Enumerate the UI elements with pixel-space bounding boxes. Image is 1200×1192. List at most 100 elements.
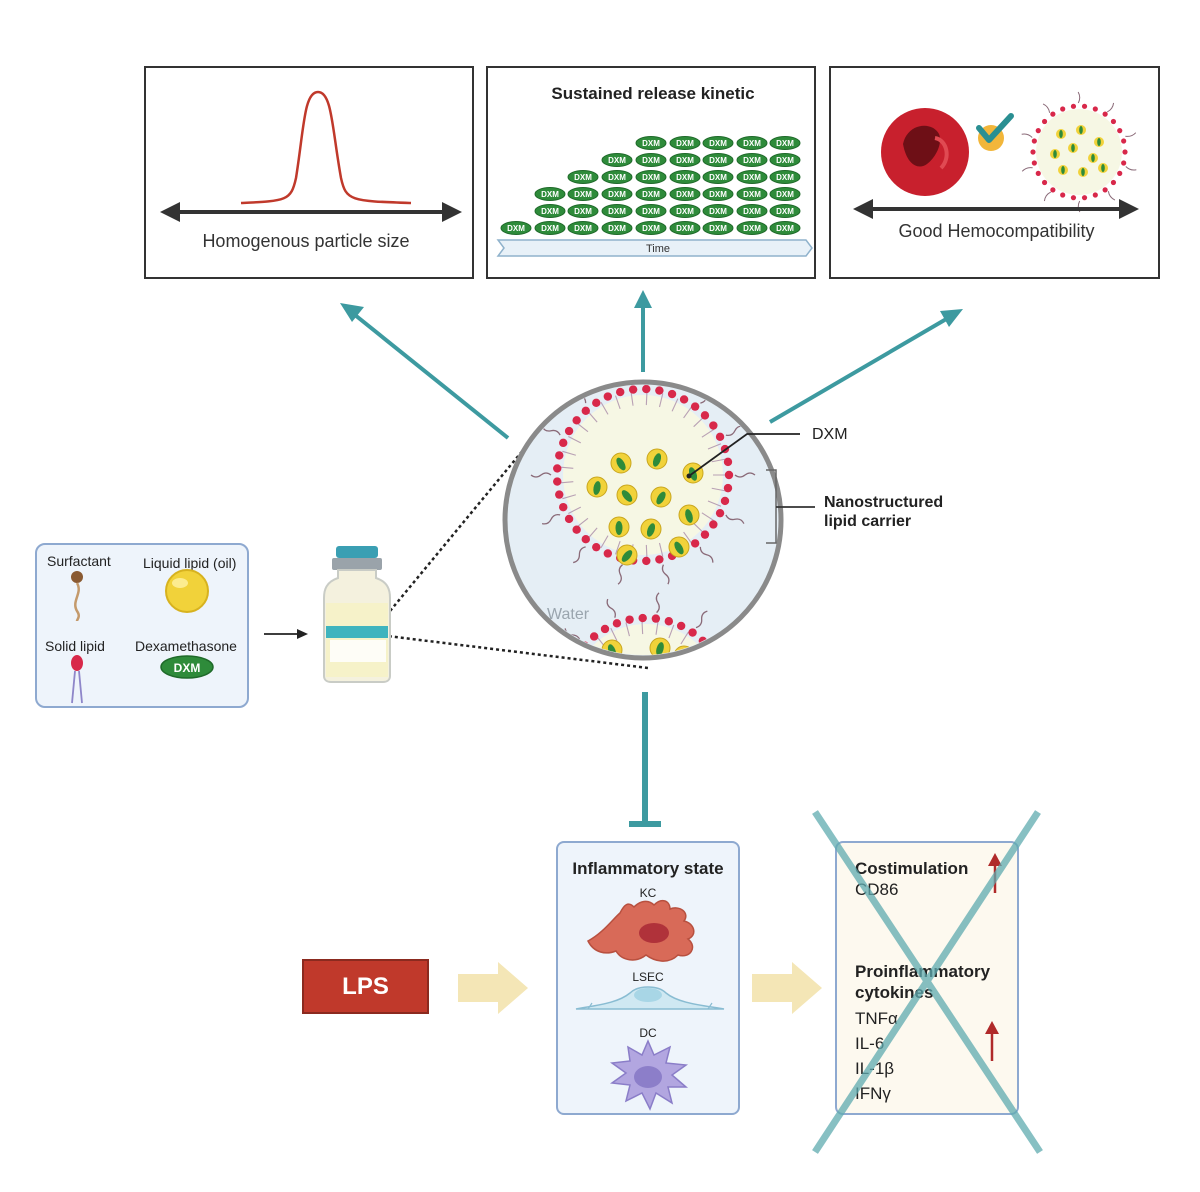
svg-text:DXM: DXM: [676, 139, 694, 148]
dxm-badge: DXM: [500, 221, 532, 235]
inhibition-arrow: [629, 692, 661, 827]
dxm-badge: DXM: [736, 221, 768, 235]
up-arrow-icon: [985, 1021, 999, 1061]
svg-text:DXM: DXM: [743, 139, 761, 148]
svg-text:DXM: DXM: [541, 207, 559, 216]
arrow-to-hemo-panel: [768, 309, 963, 424]
dxm-badge: DXM: [736, 187, 768, 201]
arrow-to-release-panel: [634, 290, 652, 372]
lps-box: LPS: [302, 959, 429, 1014]
cell-label-kc: KC: [639, 886, 657, 900]
dxm-drug-icon: DXM: [160, 655, 214, 679]
dxm-badge: DXM: [702, 204, 734, 218]
particle-size-panel: Homogenous particle size: [144, 66, 474, 279]
svg-text:DXM: DXM: [574, 207, 592, 216]
dxm-badge: DXM: [601, 204, 633, 218]
up-arrow-graphics: [985, 853, 1002, 1061]
dxm-badge: DXM: [635, 187, 667, 201]
hemo-graphic: [853, 91, 1139, 219]
dxm-badge: DXM: [769, 170, 801, 184]
svg-text:DXM: DXM: [676, 156, 694, 165]
svg-text:DXM: DXM: [541, 224, 559, 233]
arrow-to-size-panel: [340, 303, 510, 440]
svg-text:DXM: DXM: [608, 173, 626, 182]
svg-text:DXM: DXM: [743, 156, 761, 165]
svg-text:DXM: DXM: [642, 173, 660, 182]
dxm-badge: DXM: [769, 204, 801, 218]
hemocompatibility-panel: Good Hemocompatibility: [829, 66, 1160, 279]
carrier-label-line2: lipid carrier: [824, 513, 911, 530]
red-blood-cell-icon: [881, 108, 969, 196]
dxm-badge: DXM: [736, 204, 768, 218]
dxm-badge: DXM: [635, 136, 667, 150]
outcome-box: Costimulation CD86 Proinflammatory cytok…: [835, 841, 1019, 1115]
nlc-particle: [530, 385, 756, 585]
dxm-badge: DXM: [702, 170, 734, 184]
svg-text:DXM: DXM: [776, 190, 794, 199]
dxm-badge: DXM: [669, 204, 701, 218]
svg-text:DXM: DXM: [709, 190, 727, 199]
dxm-badge: DXM: [736, 170, 768, 184]
dxm-badge: DXM: [736, 153, 768, 167]
svg-text:DXM: DXM: [574, 190, 592, 199]
dxm-badge: DXM: [669, 187, 701, 201]
dxm-oil-droplet: [608, 516, 630, 538]
state-to-outcome-arrow: [752, 962, 822, 1014]
lps-label: LPS: [342, 972, 389, 1000]
hemo-caption: Good Hemocompatibility: [898, 221, 1095, 241]
dxm-oil-droplet: [616, 544, 638, 566]
svg-text:DXM: DXM: [574, 224, 592, 233]
dxm-oil-droplet: [586, 476, 608, 498]
dxm-badge: DXM: [769, 136, 801, 150]
svg-text:DXM: DXM: [541, 190, 559, 199]
dxm-badge: DXM: [769, 221, 801, 235]
dxm-badge: DXM: [669, 136, 701, 150]
dxm-badge: DXM: [769, 187, 801, 201]
release-axis-label: Time: [646, 243, 670, 255]
dxm-badge: DXM: [635, 204, 667, 218]
cell-label-lsec: LSEC: [632, 970, 664, 984]
inflammatory-state-title: Inflammatory state: [572, 859, 724, 878]
cell-label-dc: DC: [639, 1026, 657, 1040]
dxm-badge: DXM: [534, 187, 566, 201]
kupffer-cell-icon: [587, 899, 695, 962]
svg-text:DXM: DXM: [709, 139, 727, 148]
dxm-badge: DXM: [534, 204, 566, 218]
svg-text:DXM: DXM: [608, 190, 626, 199]
dxm-badge: DXM: [635, 153, 667, 167]
dxm-badge: DXM: [635, 170, 667, 184]
check-icon: [976, 113, 1014, 151]
surfactant-label: Surfactant: [47, 553, 111, 569]
svg-text:DXM: DXM: [608, 224, 626, 233]
dxm-badge: DXM: [567, 204, 599, 218]
lps-to-state-arrow: [458, 962, 528, 1014]
dxm-oil-droplet: [640, 518, 662, 540]
dxm-badge: DXM: [669, 221, 701, 235]
cell-graphics: [575, 899, 725, 1111]
solid-lipid-icon: [71, 655, 83, 704]
svg-text:DXM: DXM: [642, 156, 660, 165]
water-label: Water: [547, 606, 590, 623]
dxm-badge: DXM: [567, 170, 599, 184]
dxm-oil-droplet: [650, 486, 672, 508]
dexamethasone-label: Dexamethasone: [135, 638, 237, 654]
svg-text:DXM: DXM: [709, 156, 727, 165]
inflammatory-state-box: Inflammatory state KC LSEC DC: [556, 841, 740, 1115]
dxm-badge: DXM: [702, 187, 734, 201]
svg-text:DXM: DXM: [642, 190, 660, 199]
dxm-badge: DXM: [669, 153, 701, 167]
dxm-oil-droplet: [646, 448, 668, 470]
svg-text:DXM: DXM: [776, 207, 794, 216]
ingredients-to-vial-arrow: [264, 629, 308, 639]
ingredients-box: Surfactant Liquid lipid (oil) Solid lipi…: [35, 543, 249, 708]
svg-text:DXM: DXM: [642, 139, 660, 148]
dxm-badge: DXM: [567, 187, 599, 201]
dxm-badge: DXM: [769, 153, 801, 167]
svg-text:DXM: DXM: [608, 156, 626, 165]
solid-lipid-label: Solid lipid: [45, 638, 105, 654]
svg-text:DXM: DXM: [676, 224, 694, 233]
svg-text:DXM: DXM: [642, 207, 660, 216]
dxm-badge: DXM: [669, 170, 701, 184]
